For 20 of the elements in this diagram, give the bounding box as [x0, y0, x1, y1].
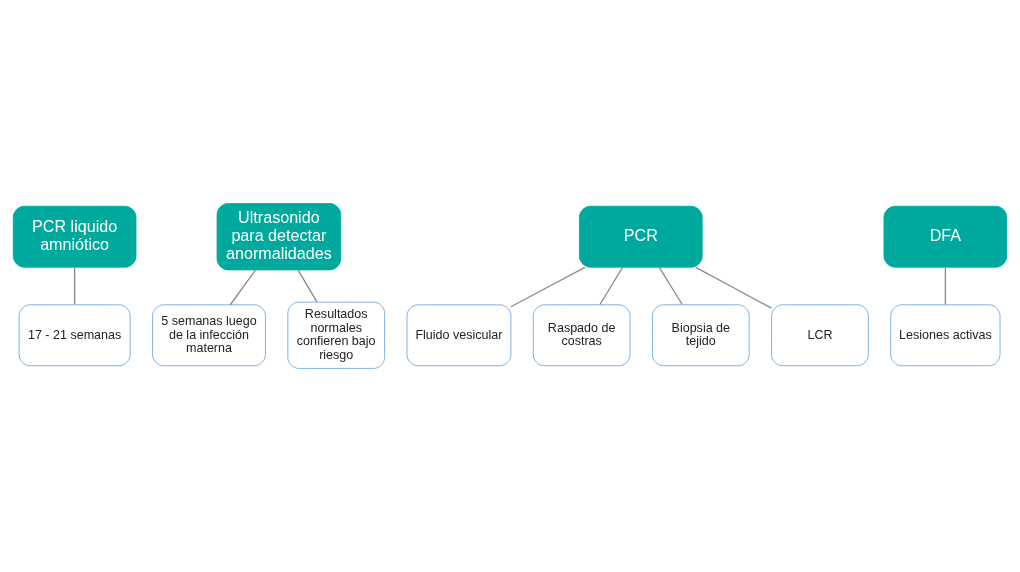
connector: [229, 269, 257, 306]
node-box: LCR: [771, 304, 869, 367]
node-box: Biopsia de tejido: [652, 304, 750, 367]
connector: [73, 266, 76, 306]
node-box: Resultados normales confieren bajo riesgo: [287, 301, 386, 369]
node-box: DFA: [883, 205, 1008, 268]
connector: [297, 269, 318, 303]
node-box: PCR: [578, 205, 703, 268]
node-box: 5 semanas luego de la infección materna: [152, 304, 266, 367]
connector: [599, 266, 624, 306]
node-box: Raspado de costras: [532, 304, 631, 367]
node-box: Ultrasonido para detectar anormalidades: [216, 203, 342, 271]
node-box: Fluido vesicular: [406, 304, 512, 367]
connector: [510, 266, 586, 308]
node-box: 17 - 21 semanas: [18, 304, 131, 367]
connector: [658, 266, 683, 306]
connector: [944, 266, 947, 306]
node-box: Lesiones activas: [890, 304, 1001, 367]
connector: [695, 266, 773, 309]
node-box: PCR liquido amniótico: [12, 205, 137, 268]
